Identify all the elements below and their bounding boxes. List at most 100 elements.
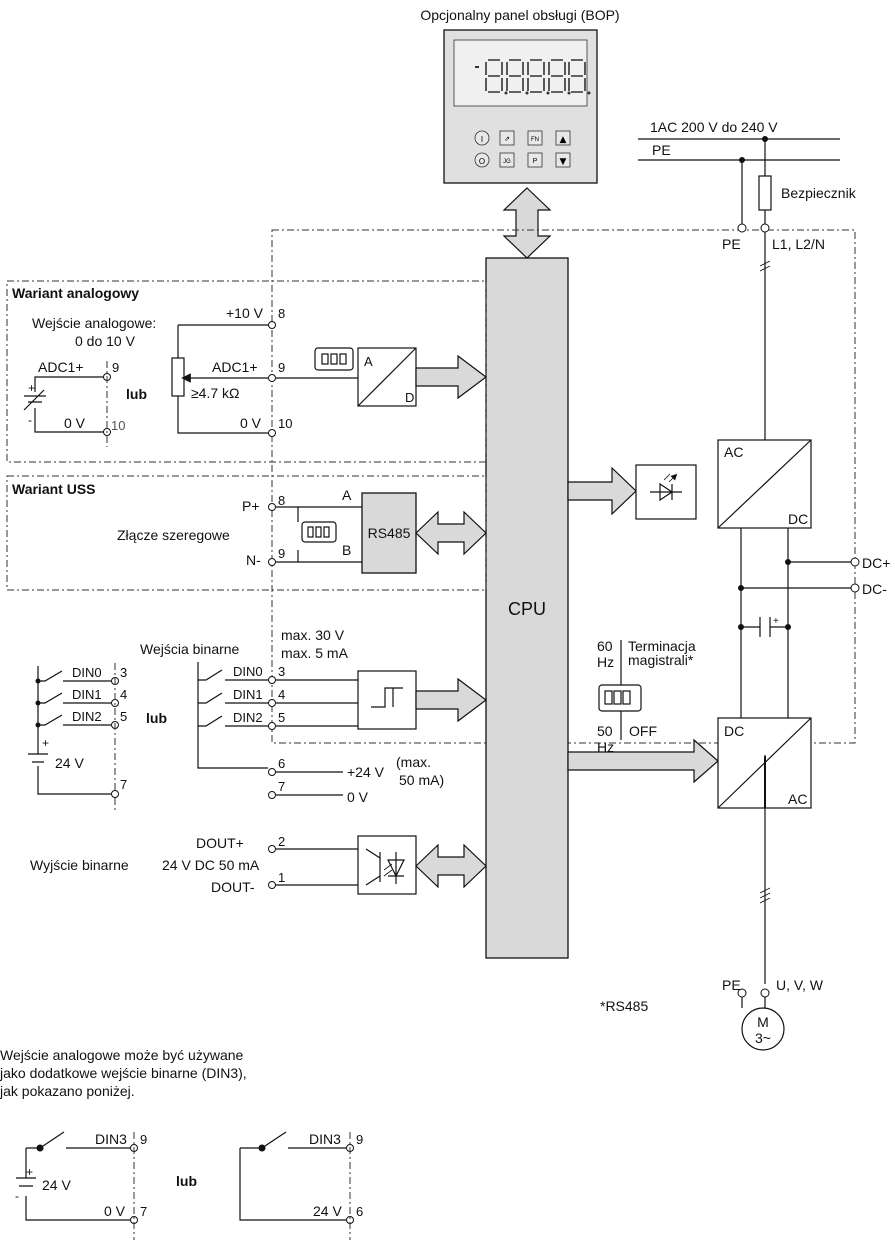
left-terminal-7: 7 <box>120 777 127 792</box>
dc-minus-label: DC- <box>862 581 887 597</box>
svg-text:▼: ▼ <box>560 157 567 167</box>
adc-plus-label: ADC1+ <box>212 359 258 375</box>
bop-panel: I ⇗ FN ▲ O JG P ▼ <box>443 29 598 184</box>
left-terminal-9: 9 <box>112 360 119 375</box>
line-terminal-label: L1, L2/N <box>772 236 825 252</box>
binary-or-label: lub <box>146 710 167 726</box>
resistor-label: ≥4.7 kΩ <box>191 385 240 401</box>
termination-60-unit: Hz <box>597 654 614 670</box>
din3-left-plus: + <box>26 1165 33 1179</box>
plus-sign: + <box>28 381 35 395</box>
din3-left-terminal-9: 9 <box>140 1132 147 1147</box>
inverter-frame <box>271 229 856 744</box>
din2-label: DIN2 <box>233 710 263 725</box>
binary-output-title: Wyjście binarne <box>30 857 129 873</box>
rs485-cpu-arrow <box>415 510 487 556</box>
cpu-to-inverter-arrow <box>567 738 719 784</box>
zero-v-binary-label: 0 V <box>347 789 369 805</box>
schmitt-trigger-symbol <box>371 687 403 708</box>
motor-pe-label: PE <box>722 977 741 993</box>
led-diode-symbol <box>650 482 682 502</box>
termination-50-unit: Hz <box>597 739 614 755</box>
din3-left-terminal-7: 7 <box>140 1204 147 1219</box>
bop-button-down[interactable]: ▼ <box>555 152 571 168</box>
dc-plus-label: DC+ <box>862 555 890 571</box>
din3-right-label: DIN3 <box>309 1131 341 1147</box>
svg-text:3~: 3~ <box>755 1030 771 1046</box>
termination-50-label: 50 <box>597 723 613 739</box>
uss-terminal-9: 9 <box>278 546 285 561</box>
cpu-label: CPU <box>508 599 546 619</box>
terminal-8-number: 8 <box>278 306 285 321</box>
motor-uvw-label: U, V, W <box>776 977 824 993</box>
plus10-label: +10 V <box>226 305 264 321</box>
din3-right-terminal-9: 9 <box>356 1132 363 1147</box>
terminal-2-number: 2 <box>278 834 285 849</box>
uss-a-label: A <box>342 487 352 503</box>
plus24-label: +24 V <box>347 764 385 780</box>
svg-text:O: O <box>479 157 485 166</box>
termination-label-2: magistrali* <box>628 652 694 668</box>
max50-label-a: (max. <box>396 754 431 770</box>
terminal-3-number: 3 <box>278 664 285 679</box>
cpu-block <box>485 257 569 959</box>
bop-button-p[interactable]: P <box>527 152 543 168</box>
termination-60-label: 60 <box>597 638 613 654</box>
left-24v-battery <box>28 753 48 763</box>
svg-text:⇗: ⇗ <box>504 136 510 143</box>
bop-button-fn[interactable]: FN <box>527 130 543 146</box>
din3-left-minus: - <box>15 1189 19 1203</box>
terminal-5-number: 5 <box>278 710 285 725</box>
din3-right-terminal-6: 6 <box>356 1204 363 1219</box>
left-din0-label: DIN0 <box>72 665 102 680</box>
svg-text:JG: JG <box>503 159 511 165</box>
serial-label: Złącze szeregowe <box>117 527 230 543</box>
optocoupler-block <box>357 835 417 895</box>
terminal-4-number: 4 <box>278 687 285 702</box>
bop-button-up[interactable]: ▲ <box>555 130 571 146</box>
svg-text:M: M <box>757 1014 769 1030</box>
terminal-10-number: 10 <box>278 416 292 431</box>
variable-source-symbol <box>23 389 46 411</box>
pe-label: PE <box>652 142 671 158</box>
inverter-ac-label: AC <box>788 791 807 807</box>
uss-title: Wariant USS <box>12 481 96 497</box>
terminal-9-number: 9 <box>278 360 285 375</box>
din3-or-label: lub <box>176 1173 197 1189</box>
bop-button-reverse[interactable]: ⇗ <box>499 130 515 146</box>
din3-right-24v-label: 24 V <box>313 1203 342 1219</box>
bop-button-stop[interactable]: O <box>474 152 490 168</box>
n-minus-label: N- <box>246 552 261 568</box>
left-terminal-10: 10 <box>111 418 125 433</box>
terminal-7-number: 7 <box>278 779 285 794</box>
termination-dip-switch <box>598 684 642 712</box>
terminal-1-number: 1 <box>278 870 285 885</box>
din3-left-label: DIN3 <box>95 1131 127 1147</box>
svg-text:I: I <box>481 135 483 144</box>
svg-text:FN: FN <box>531 137 539 143</box>
termination-label-1: Terminacja <box>628 638 696 654</box>
bop-button-jog[interactable]: JG <box>499 152 515 168</box>
analog-input-label: Wejście analogowe: <box>32 315 156 331</box>
left-zero-label: 0 V <box>64 415 86 431</box>
left-adc-label: ADC1+ <box>38 359 84 375</box>
dout-minus-label: DOUT- <box>211 879 255 895</box>
terminal-6-number: 6 <box>278 756 285 771</box>
note-line-2: jako dodatkowe wejście binarne (DIN3), <box>0 1065 247 1081</box>
diode-symbol <box>387 852 405 884</box>
max50-label-b: 50 mA) <box>399 772 444 788</box>
ad-a-label: A <box>364 354 373 369</box>
din3-left-24v-label: 24 V <box>42 1177 71 1193</box>
uss-dip-switch <box>301 521 337 543</box>
bop-button-run[interactable]: I <box>474 130 490 146</box>
seven-segment-display <box>475 59 591 95</box>
minus-sign: - <box>28 413 32 427</box>
din0-label: DIN0 <box>233 664 263 679</box>
din1-label: DIN1 <box>233 687 263 702</box>
motor-symbol: M 3~ <box>741 1007 785 1051</box>
ad-d-label: D <box>405 390 414 405</box>
transistor-symbol <box>365 848 381 886</box>
din3-left-zero-label: 0 V <box>104 1203 126 1219</box>
